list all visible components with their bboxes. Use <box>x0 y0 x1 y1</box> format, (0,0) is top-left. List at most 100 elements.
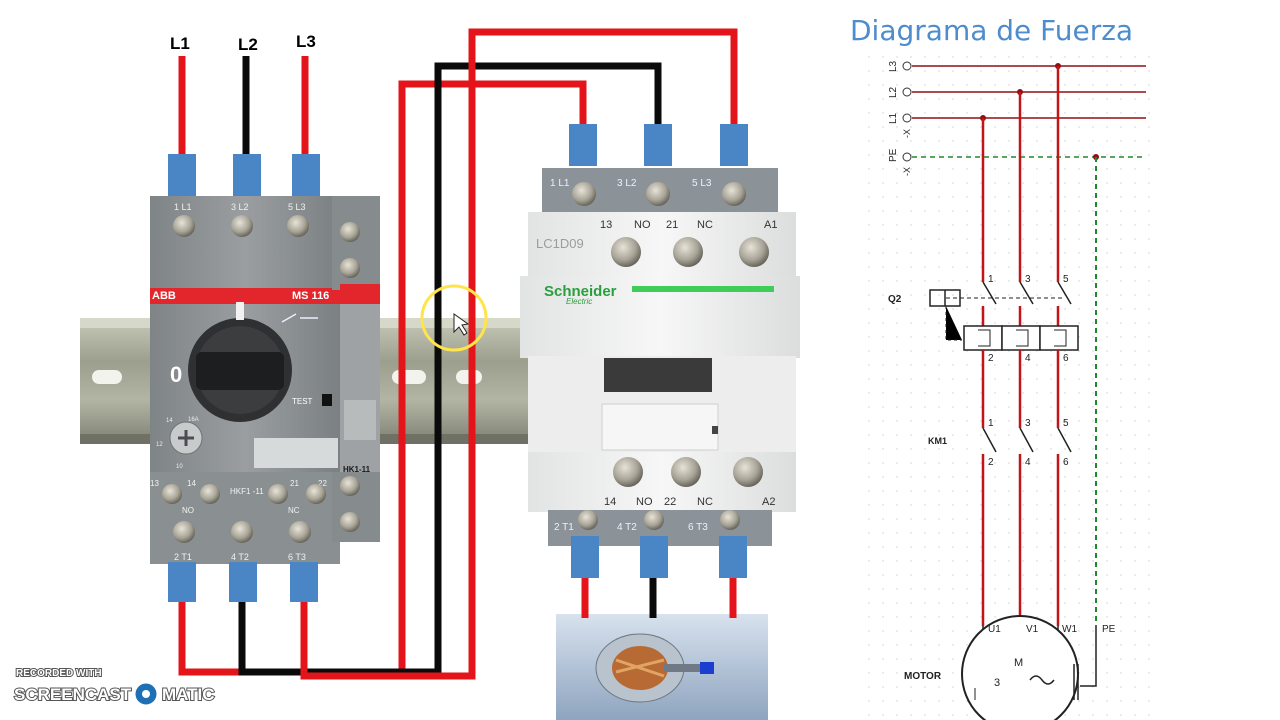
dial-mark: 16A <box>188 417 199 423</box>
test-label: TEST <box>292 397 313 406</box>
terminal-screws <box>162 182 769 543</box>
terminal-sleeve <box>290 562 318 602</box>
watermark-brand-a: SCREENCAST <box>14 685 132 704</box>
contactor-aux-label: 21 <box>666 219 678 231</box>
breaker-top-terminal-label: 1 L1 <box>174 202 192 212</box>
contactor-aux-label: NO <box>634 219 651 231</box>
aux-terminal-label: HKF1 -11 <box>230 487 264 496</box>
screw <box>268 484 288 504</box>
contactor-model: LC1D09 <box>536 236 584 251</box>
cursor-highlight <box>420 284 488 352</box>
dial-mark: 12 <box>156 442 163 448</box>
screw <box>720 510 740 530</box>
terminal-sleeve <box>719 536 747 578</box>
q2-label: Q2 <box>888 294 902 305</box>
terminal-sleeve <box>233 154 261 196</box>
terminal-sleeve <box>720 124 748 166</box>
contactor-bottom-terminal-label: 2 T1 <box>554 522 574 533</box>
km1-top-number: 3 <box>1025 418 1031 429</box>
screw <box>613 457 643 487</box>
terminal-sleeve <box>168 154 196 196</box>
screw <box>572 182 596 206</box>
aux-terminal-label: 14 <box>187 479 196 488</box>
aux-block-label: HK1-11 <box>343 465 371 474</box>
contactor-aux-label: 22 <box>664 496 676 508</box>
wire-t2-to-contactor <box>238 62 662 676</box>
watermark-line1: RECORDED WITH <box>16 668 102 679</box>
km1-top-number: 5 <box>1063 418 1069 429</box>
power-wires <box>178 28 738 680</box>
screw <box>287 215 309 237</box>
motor-symbol-phases: 3 <box>994 677 1000 689</box>
supply-label-l3: L3 <box>296 32 316 51</box>
off-position-label: 0 <box>170 362 182 387</box>
schematic-lines <box>902 61 1146 720</box>
screw <box>173 521 195 543</box>
contactor-top-terminal-label: 5 L3 <box>692 178 712 189</box>
motor-symbol-m: M <box>1014 657 1023 669</box>
terminal-sleeve <box>229 562 257 602</box>
abb-red-band <box>150 288 340 304</box>
aux-no-label: NO <box>182 506 194 515</box>
km1-label: KM1 <box>928 436 947 446</box>
screw <box>340 512 360 532</box>
dial-mark: 10 <box>176 464 183 470</box>
km1-bottom-number: 6 <box>1063 457 1069 468</box>
motor-picture <box>556 614 768 720</box>
watermark-brand-b: MATIC <box>162 685 215 704</box>
screw <box>340 222 360 242</box>
contactor-bottom-terminal-label: 4 T2 <box>617 522 637 533</box>
screw <box>673 237 703 267</box>
abb-brand: ABB <box>152 290 176 302</box>
screw <box>733 457 763 487</box>
terminal-sleeve <box>292 154 320 196</box>
abb-breaker <box>150 196 380 564</box>
supply-label-l1: L1 <box>170 34 190 53</box>
motor-terminal-label: PE <box>1102 624 1116 635</box>
contactor-aux-label: NC <box>697 496 713 508</box>
km1-bottom-number: 2 <box>988 457 994 468</box>
terminal-sleeve <box>571 536 599 578</box>
contactor-aux-label: A1 <box>764 219 777 231</box>
screw <box>306 484 326 504</box>
schematic-line-label: L2 <box>888 86 899 98</box>
terminal-x-mark: -X <box>902 167 912 176</box>
schneider-contactor <box>520 168 800 546</box>
motor-terminal-label: U1 <box>988 624 1001 635</box>
screw <box>578 510 598 530</box>
km1-top-number: 1 <box>988 418 994 429</box>
abb-model: MS 116 <box>292 290 329 302</box>
aux-terminal-label: 22 <box>318 479 327 488</box>
schneider-brand-sub: Electric <box>566 297 592 306</box>
mouse-pointer-icon <box>453 313 470 336</box>
contactor-aux-label: 13 <box>600 219 612 231</box>
contactor-top-terminal-label: 3 L2 <box>617 178 637 189</box>
wire-t1-to-contactor <box>178 80 587 676</box>
wire-t3-to-contactor <box>300 28 738 680</box>
q2-top-number: 3 <box>1025 274 1031 285</box>
schematic-line-label: L3 <box>888 60 899 72</box>
schematic-line-label: L1 <box>888 112 899 124</box>
terminal-sleeve <box>168 562 196 602</box>
screw <box>644 510 664 530</box>
schematic-line-label: PE <box>888 148 899 162</box>
screw <box>162 484 182 504</box>
terminal-x-mark: -X <box>902 129 912 138</box>
motor-terminal-label: V1 <box>1026 624 1039 635</box>
q2-top-number: 5 <box>1063 274 1069 285</box>
terminal-sleeve <box>644 124 672 166</box>
screw <box>231 215 253 237</box>
screw <box>289 521 311 543</box>
motor-terminal-label: W1 <box>1062 624 1077 635</box>
aux-terminal-label: 13 <box>150 479 159 488</box>
terminal-sleeve <box>569 124 597 166</box>
motor-label: MOTOR <box>904 671 942 682</box>
breaker-top-terminal-label: 5 L3 <box>288 202 306 212</box>
breaker-bottom-terminal-label: 4 T2 <box>231 552 249 562</box>
contactor-aux-label: 14 <box>604 496 616 508</box>
contactor-aux-label: A2 <box>762 496 775 508</box>
dial-mark: 14 <box>166 418 173 424</box>
schematic-title: Diagrama de Fuerza <box>850 14 1133 47</box>
breaker-bottom-terminal-label: 6 T3 <box>288 552 306 562</box>
